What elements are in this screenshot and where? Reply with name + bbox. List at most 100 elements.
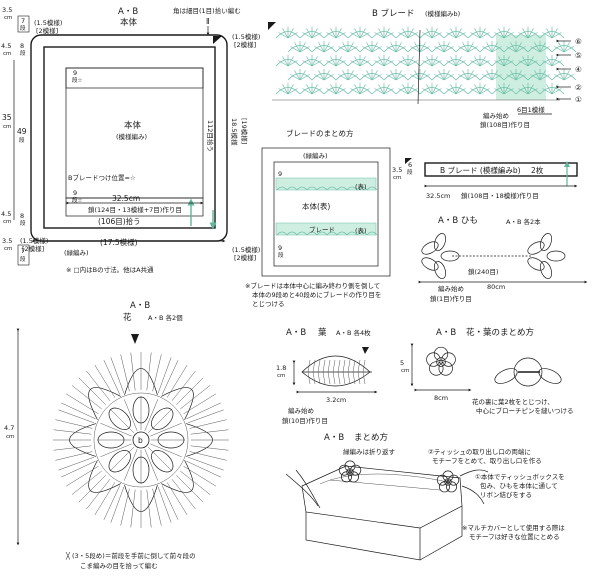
braid-stitch xyxy=(503,32,514,39)
fl-note-2: 中心にブローチピンを縫いつける xyxy=(476,406,574,415)
braid-stitch xyxy=(462,70,469,81)
flower-spoke xyxy=(100,443,132,458)
braid-stitch xyxy=(506,74,517,81)
flower-outer-stitch xyxy=(86,370,111,401)
finish-note-7: モチーフは好きな位置にとめる xyxy=(469,532,560,541)
braid-stitch xyxy=(318,70,325,81)
body-panel: A・B 本体 角は細目(1目)拾い編む Ⅱ 3.5 cm 7 段 4.5 cm … xyxy=(1,6,260,274)
leaf-stitch-bottom xyxy=(312,371,316,385)
braid-stitch xyxy=(338,46,349,53)
flower-spoke xyxy=(150,422,182,437)
braid-stitch xyxy=(474,28,481,39)
braid-stitch xyxy=(326,60,337,67)
braid-stitch xyxy=(443,74,454,81)
braid-stitch xyxy=(311,28,318,39)
finish-note-2: モチーフをとめて、取り出し口を作る xyxy=(432,456,542,465)
braid-stitch xyxy=(462,42,469,53)
braid-stitch xyxy=(395,46,406,53)
assembly-note-3: とじつける xyxy=(252,300,285,308)
braid-stitch xyxy=(558,70,565,81)
rows-7-top: 7 xyxy=(21,17,25,25)
braid-stitch xyxy=(527,56,534,67)
braid-stitch xyxy=(287,84,294,95)
braid-stitch xyxy=(498,28,505,39)
braid-stitch xyxy=(419,46,430,53)
braid-stitch xyxy=(398,88,409,95)
leaf-stitch-top xyxy=(347,359,351,373)
flower-outer-stitch xyxy=(130,489,136,528)
fl-back-leaf xyxy=(538,368,562,384)
braid-stitch xyxy=(554,74,565,81)
finishing-diagram: A・B まとめ方 緑編みは折り返す ②ティッシュの取り出し口の両端に モチーフを… xyxy=(285,432,565,561)
leaf-stitch-top xyxy=(362,359,366,373)
leaf-stitch-bottom xyxy=(357,371,361,385)
body-panel-title: A・B xyxy=(118,7,138,17)
braid-stitch xyxy=(522,56,529,67)
flower-outer-stitch xyxy=(171,479,196,510)
body-width: 32.5cm xyxy=(112,194,140,203)
braid-stitch xyxy=(470,60,481,67)
strip-dim: 3.5 xyxy=(392,166,402,174)
braid-stitch xyxy=(402,56,409,67)
edge-label: (緑編み) xyxy=(64,248,89,257)
braid-stitch xyxy=(455,88,466,95)
braid-stitch xyxy=(342,42,349,53)
braid-stitch xyxy=(294,42,301,53)
braid-chain: 鎖(108目)作り目 xyxy=(480,120,530,129)
pat-2-tr: [2模様] xyxy=(234,40,256,49)
braid-stitch xyxy=(542,60,553,67)
flower-triangle xyxy=(131,334,139,344)
leaf-count: A・B 各4枚 xyxy=(336,328,371,337)
small-flower-center xyxy=(444,478,452,486)
braid-stitch xyxy=(366,42,373,53)
small-flower-petal xyxy=(439,481,450,493)
braid-stitch xyxy=(354,84,361,95)
leaf-stitch-top xyxy=(342,359,346,373)
assembly-scallop xyxy=(316,186,328,191)
assembly-scallops-bottom xyxy=(276,231,378,236)
braid-stitch xyxy=(302,88,313,95)
pat-15-tl: (1.5模様) xyxy=(34,18,62,27)
braid-stitch xyxy=(383,56,390,67)
flower-outer-stitch xyxy=(53,445,92,451)
assembly-inner xyxy=(273,161,379,267)
rows-8-bottom-unit: 段 xyxy=(20,219,26,227)
braid-stitch xyxy=(458,46,469,53)
braid-stitch xyxy=(395,42,402,53)
flower-outer-stitch xyxy=(78,475,106,503)
pat-2-tl: [2模様] xyxy=(36,26,58,35)
braid-stitch xyxy=(491,74,502,81)
braid-stitch xyxy=(491,70,498,81)
leaf-stitch-bottom xyxy=(362,371,366,385)
braid-stitch xyxy=(479,56,486,67)
dim-top-35-unit: cm xyxy=(4,15,12,21)
corner-note: 角は細目(1目)拾い編む xyxy=(173,6,241,15)
assembly-note-1: ※ブレードは本体中心に編み終わり側を倒して xyxy=(245,281,380,290)
finish-ribbon-left xyxy=(285,473,319,507)
braid-stitch xyxy=(371,42,378,53)
braid-stitch xyxy=(350,60,361,67)
flower-spoke xyxy=(144,449,159,481)
braid-stitch xyxy=(371,46,382,53)
small-flower-petal xyxy=(448,474,460,486)
braid-stitch xyxy=(378,28,385,39)
braid-stitch xyxy=(530,46,541,53)
strip-triangle xyxy=(405,158,412,164)
flower-outer-stitch xyxy=(120,354,130,392)
braid-stitch xyxy=(374,60,385,67)
cord-chain: 鎖(240目) xyxy=(468,267,498,276)
braid-stitch xyxy=(302,32,313,39)
leaf-stitch-top xyxy=(327,359,331,373)
braid-stitch xyxy=(306,28,313,39)
braid-stitch xyxy=(338,74,349,81)
cord-start: 編み始め xyxy=(438,284,464,293)
braid-pattern: (模様編みb) xyxy=(425,9,460,18)
braid-stitch xyxy=(422,60,433,67)
braid-assembly: ブレードのまとめ方 (緑編み) 9 段 (表) 本体(表) ブレード (表) 9… xyxy=(245,128,391,308)
flower-outer-stitch xyxy=(130,352,136,391)
braid-row-label: ④ xyxy=(575,65,582,74)
flower-outer-stitch xyxy=(58,456,95,471)
finish-edge-fold: 緑編みは折り返す xyxy=(343,447,396,456)
